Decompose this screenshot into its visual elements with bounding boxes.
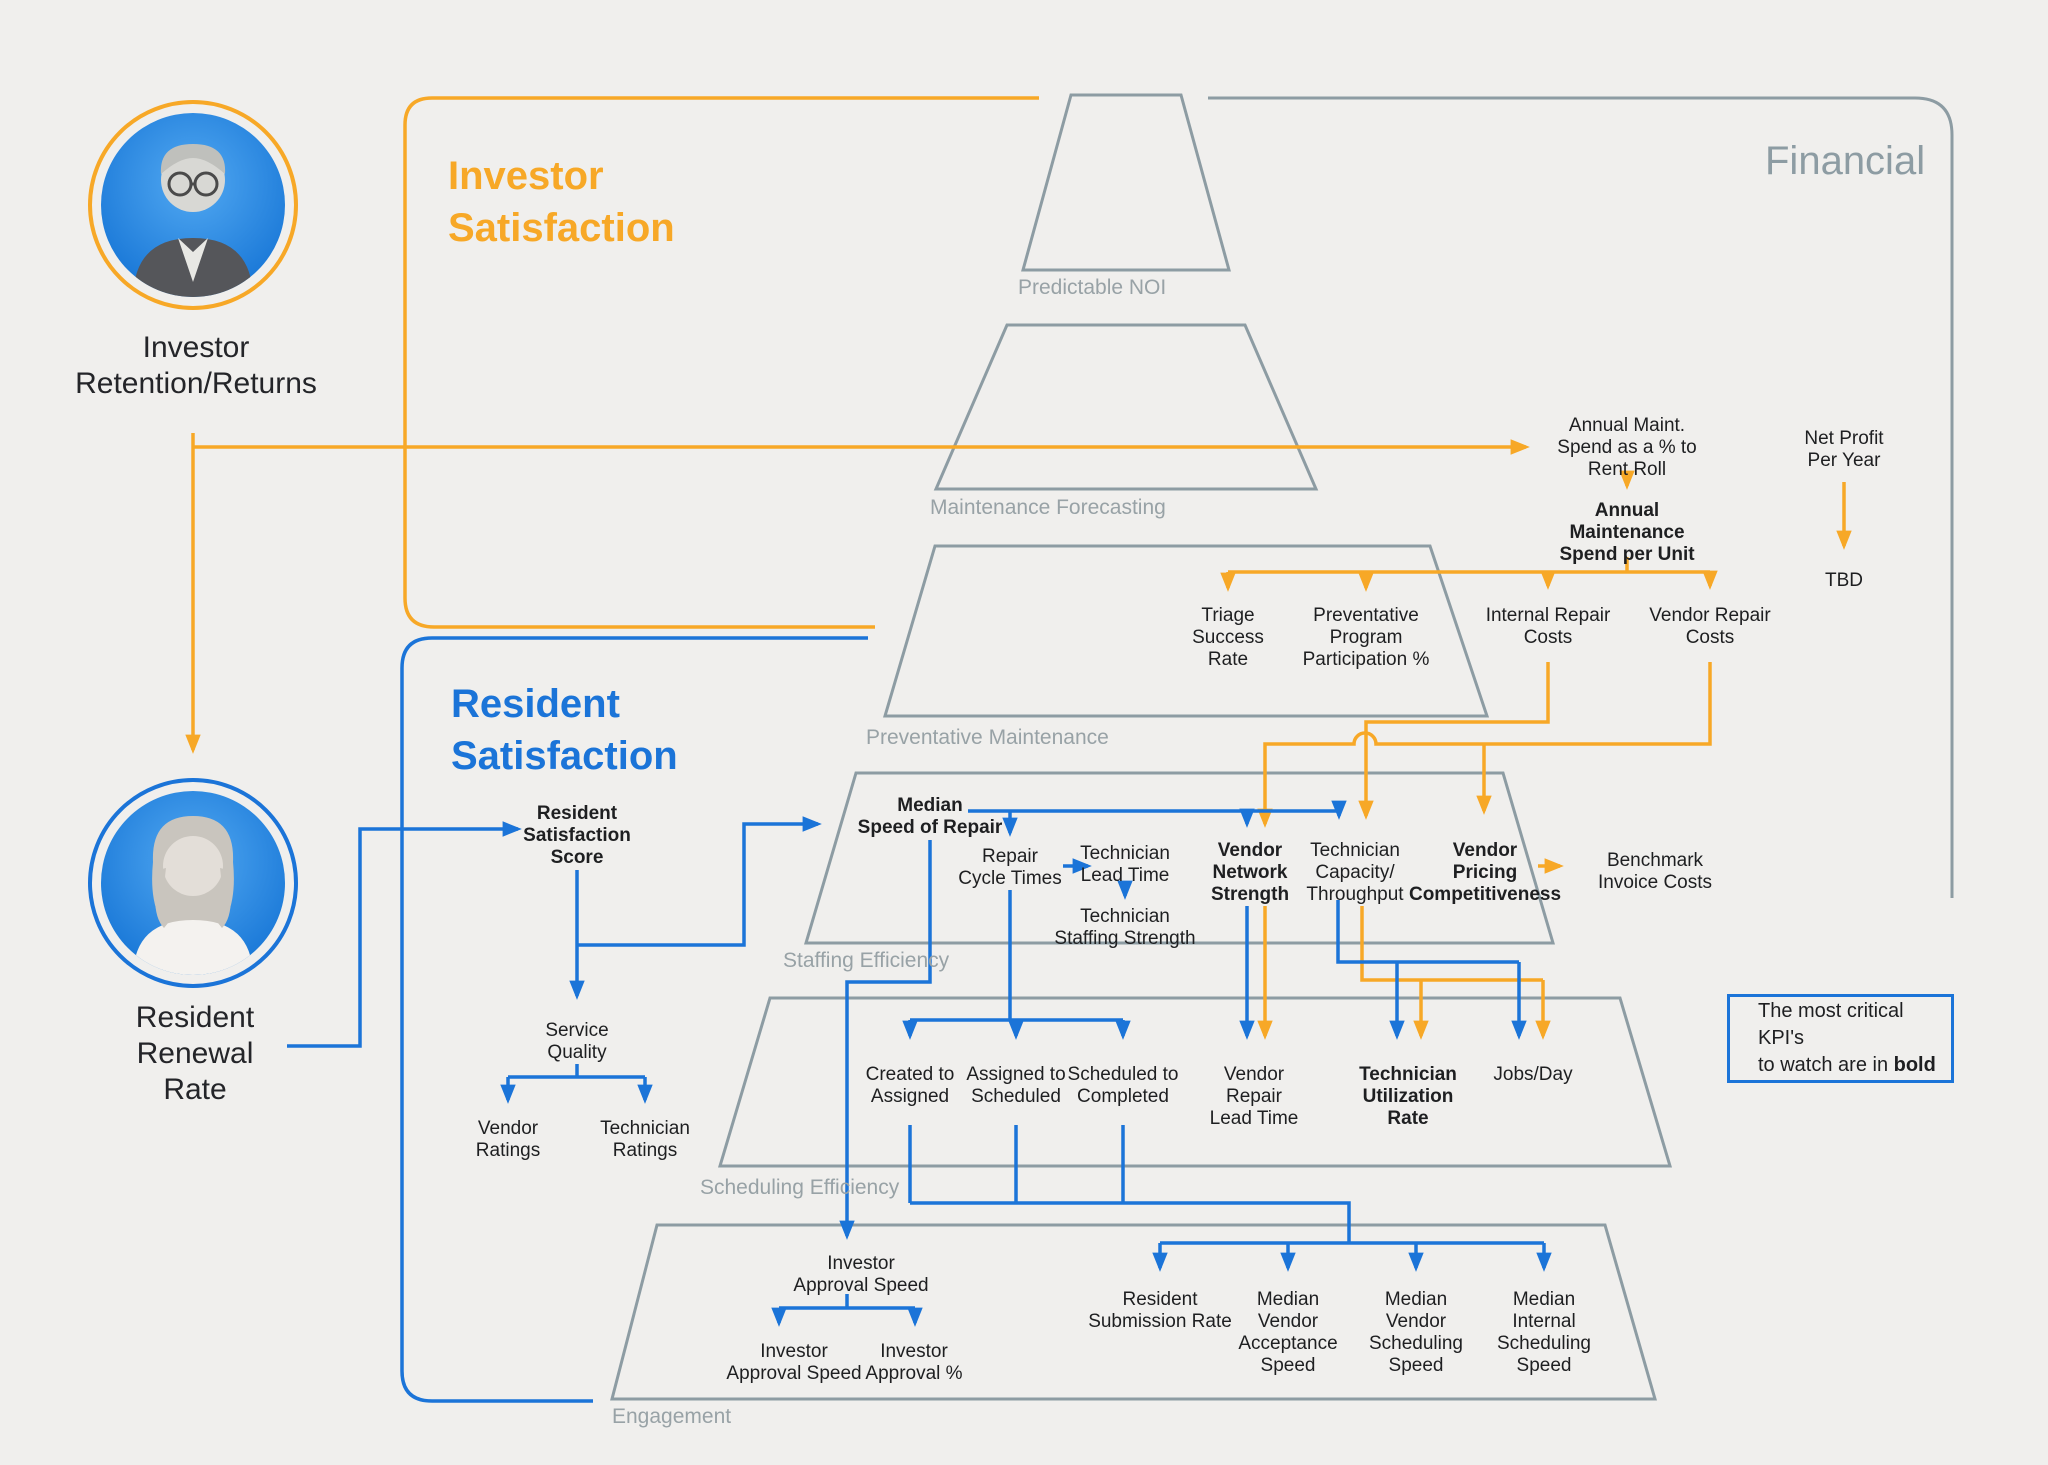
level-label-engagement: Engagement <box>612 1405 732 1428</box>
investor-approval-branch <box>779 1294 915 1310</box>
resident-satisfaction-header: Resident Satisfaction <box>451 682 678 778</box>
kpi-investor-approval-speed-node: Investor Approval Speed <box>793 1253 929 1296</box>
resident-flow-connectors <box>287 636 1552 1403</box>
kpi-repair-cycle-times: Repair Cycle Times <box>958 846 1062 889</box>
kpi-vendor-pricing-competitiveness: Vendor Pricing Competitiveness <box>1408 840 1562 905</box>
pyramid-level-maintenance-forecasting <box>933 323 1319 491</box>
investor-retention-label: Investor Retention/Returns <box>75 331 317 400</box>
financial-bracket <box>1208 96 1954 898</box>
investor-flow-connectors <box>185 96 1852 1040</box>
resident-satisfaction-bracket <box>400 636 868 1403</box>
kpi-tbd: TBD <box>1825 570 1863 591</box>
investor-satisfaction-header: Investor Satisfaction <box>448 154 675 250</box>
kpi-service-quality: Service Quality <box>545 1020 609 1063</box>
level-label-preventative-maintenance: Preventative Maintenance <box>866 726 1109 749</box>
pyramid-level-staffing-efficiency <box>803 771 1556 945</box>
kpi-annual-maint-per-unit: Annual Maintenance Spend per Unit <box>1559 500 1695 565</box>
connector-renewal-to-satisfaction-score <box>287 821 522 1048</box>
resident-renewal-label: Resident Renewal Rate <box>135 1001 255 1106</box>
resident-avatar <box>88 778 298 993</box>
kpi-vendor-network-strength: Vendor Network Strength <box>1210 840 1290 905</box>
kpi-resident-satisfaction-score: Resident Satisfaction Score <box>523 803 631 868</box>
kpi-investor-approval-pct: Investor Approval % <box>865 1341 963 1384</box>
kpi-technician-lead-time: Technician Lead Time <box>1080 843 1170 886</box>
kpi-vendor-repair-lead-time: Vendor Repair Lead Time <box>1209 1064 1299 1129</box>
note-bold-word: bold <box>1893 1054 1936 1076</box>
kpi-scheduled-to-completed: Scheduled to Completed <box>1067 1064 1179 1107</box>
connector-spend-per-unit-branch <box>1228 557 1710 574</box>
kpi-investor-approval-speed: Investor Approval Speed <box>726 1341 862 1384</box>
kpi-jobs-per-day: Jobs/Day <box>1493 1064 1573 1085</box>
kpi-created-to-assigned: Created to Assigned <box>865 1064 955 1107</box>
kpi-median-internal-scheduling: Median Internal Scheduling Speed <box>1496 1289 1592 1376</box>
level-label-maintenance-forecasting: Maintenance Forecasting <box>930 496 1166 519</box>
level-label-staffing-efficiency: Staffing Efficiency <box>783 949 950 972</box>
connector-median-to-investor-approval <box>839 840 932 1240</box>
kpi-vendor-repair-costs: Vendor Repair Costs <box>1649 605 1771 648</box>
investor-portrait-icon <box>88 100 298 310</box>
kpi-annual-maint-pct: Annual Maint. Spend as a % to Rent Roll <box>1557 415 1697 480</box>
connector-internal-costs-to-tech-capacity <box>1358 662 1550 820</box>
connector-score-to-median-speed <box>577 816 822 947</box>
kpi-technician-staffing-strength: Technician Staffing Strength <box>1054 906 1196 949</box>
kpi-median-vendor-acceptance: Median Vendor Acceptance Speed <box>1238 1289 1338 1376</box>
kpi-preventative-program: Preventative Program Participation % <box>1302 605 1430 670</box>
pyramid-level-predictable-noi <box>1021 93 1231 272</box>
kpi-net-profit: Net Profit Per Year <box>1804 428 1884 471</box>
financial-header: Financial <box>1765 139 1926 183</box>
pyramid-level-preventative-maintenance <box>882 544 1490 718</box>
service-quality-branch <box>508 1064 645 1079</box>
kpi-resident-submission-rate: Resident Submission Rate <box>1088 1289 1232 1332</box>
investor-avatar <box>88 100 298 315</box>
kpi-benchmark-invoice-costs: Benchmark Invoice Costs <box>1597 850 1713 893</box>
connector-vendor-costs-to-vendor-network <box>1257 662 1712 828</box>
connector-capacity-route-blue <box>1336 900 1519 964</box>
scheduling-collector <box>908 1125 1544 1245</box>
kpi-assigned-to-scheduled: Assigned to Scheduled <box>966 1064 1066 1107</box>
kpi-median-speed-of-repair: Median Speed of Repair <box>857 795 1003 838</box>
critical-kpi-note: The most critical KPI's to watch are in … <box>1727 994 1954 1083</box>
pyramid-level-engagement <box>610 1223 1657 1401</box>
level-label-predictable-noi: Predictable NOI <box>1018 276 1167 299</box>
level-label-scheduling-efficiency: Scheduling Efficiency <box>700 1176 900 1199</box>
kpi-internal-repair-costs: Internal Repair Costs <box>1485 605 1611 648</box>
connector-capacity-route-yellow <box>1360 906 1543 982</box>
kpi-technician-capacity: Technician Capacity/ Throughput <box>1306 840 1404 905</box>
note-line2: to watch are in bold <box>1758 1054 1936 1076</box>
resident-portrait-icon <box>88 778 298 988</box>
kpi-technician-utilization-rate: Technician Utilization Rate <box>1359 1064 1457 1129</box>
note-line1: The most critical KPI's <box>1758 1000 1904 1049</box>
pyramid-levels <box>610 93 1673 1401</box>
investor-satisfaction-bracket <box>403 96 1039 629</box>
kpi-median-vendor-scheduling: Median Vendor Scheduling Speed <box>1368 1289 1464 1376</box>
kpi-technician-ratings: Technician Ratings <box>600 1118 690 1161</box>
pyramid-level-scheduling-efficiency <box>717 996 1673 1168</box>
kpi-vendor-ratings: Vendor Ratings <box>475 1118 541 1161</box>
kpi-triage-success-rate: Triage Success Rate <box>1192 605 1264 670</box>
